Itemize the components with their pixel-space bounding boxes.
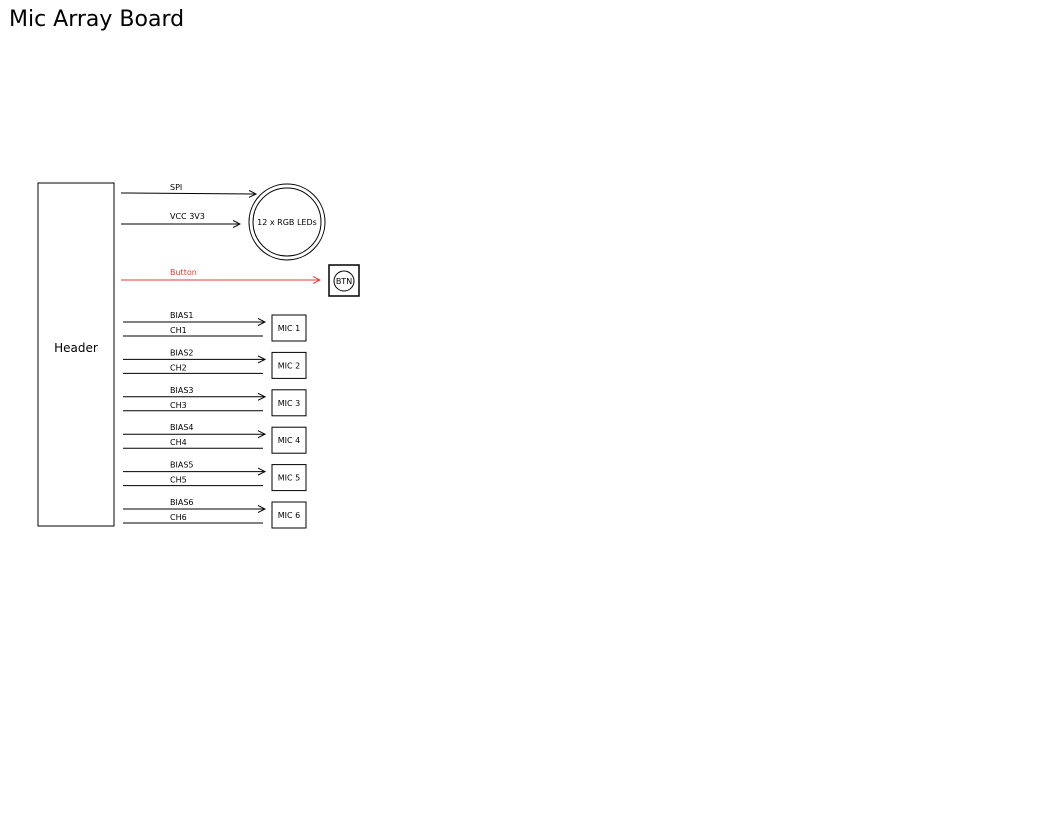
- mic-block: [271, 464, 307, 492]
- button-label: BTN: [336, 277, 352, 286]
- mic-label: MIC 5: [278, 474, 300, 483]
- button-block: BTN: [328, 264, 360, 297]
- mic-label: MIC 6: [278, 511, 300, 520]
- spi-line: [120, 193, 256, 194]
- ch-label: CH6: [170, 513, 187, 522]
- bias-label: BIAS6: [170, 498, 194, 507]
- page-title: Mic Array Board: [9, 7, 185, 32]
- vcc-label: VCC 3V3: [170, 212, 205, 221]
- bias-label: BIAS4: [170, 423, 194, 432]
- led-ring: 12 x RGB LEDs: [248, 183, 326, 261]
- ch-label: CH3: [170, 401, 187, 410]
- ch-label: CH4: [170, 438, 187, 447]
- mic-label: MIC 4: [278, 436, 300, 445]
- bias-label: BIAS5: [170, 461, 194, 470]
- mic-label: MIC 2: [278, 361, 300, 370]
- mic-block: [271, 501, 307, 529]
- bias-label: BIAS1: [170, 311, 194, 320]
- led-ring-label: 12 x RGB LEDs: [257, 218, 317, 227]
- bias-label: BIAS3: [170, 386, 194, 395]
- spi-label: SPI: [170, 183, 182, 192]
- ch-label: CH2: [170, 363, 187, 372]
- ch-label: CH1: [170, 326, 187, 335]
- mic-block: [271, 389, 307, 417]
- mic-block: [271, 426, 307, 454]
- ch-label: CH5: [170, 476, 187, 485]
- bias-label: BIAS2: [170, 348, 194, 357]
- mic-block: [271, 351, 307, 379]
- mic-label: MIC 3: [278, 399, 300, 408]
- mic-label: MIC 1: [278, 324, 300, 333]
- button-signal-label: Button: [170, 268, 197, 277]
- mic-block: [271, 314, 307, 342]
- header-label: Header: [54, 341, 98, 355]
- header-block: [37, 182, 115, 527]
